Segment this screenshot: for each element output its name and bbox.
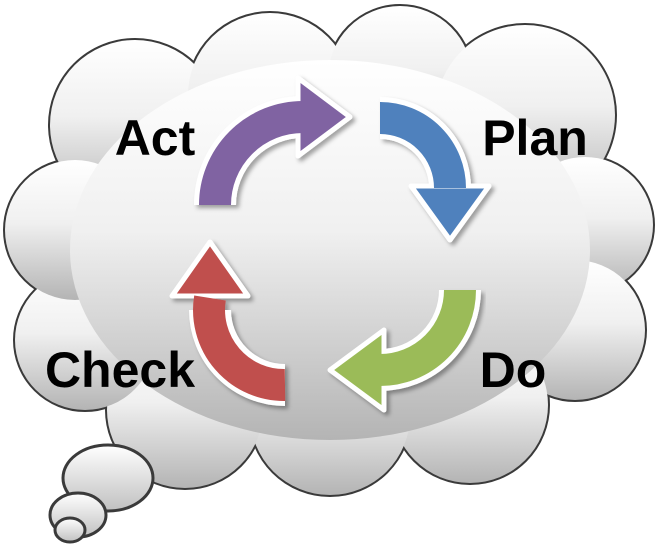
label-act: Act xyxy=(115,110,196,166)
check-arrow xyxy=(169,239,286,406)
label-do: Do xyxy=(480,342,547,398)
plan-arrow xyxy=(379,97,492,243)
label-check: Check xyxy=(45,342,195,398)
thought-bubbles xyxy=(48,443,155,544)
act-arrow xyxy=(194,75,353,206)
thought-cloud xyxy=(3,4,655,497)
do-arrow xyxy=(327,289,481,413)
label-plan: Plan xyxy=(482,110,588,166)
